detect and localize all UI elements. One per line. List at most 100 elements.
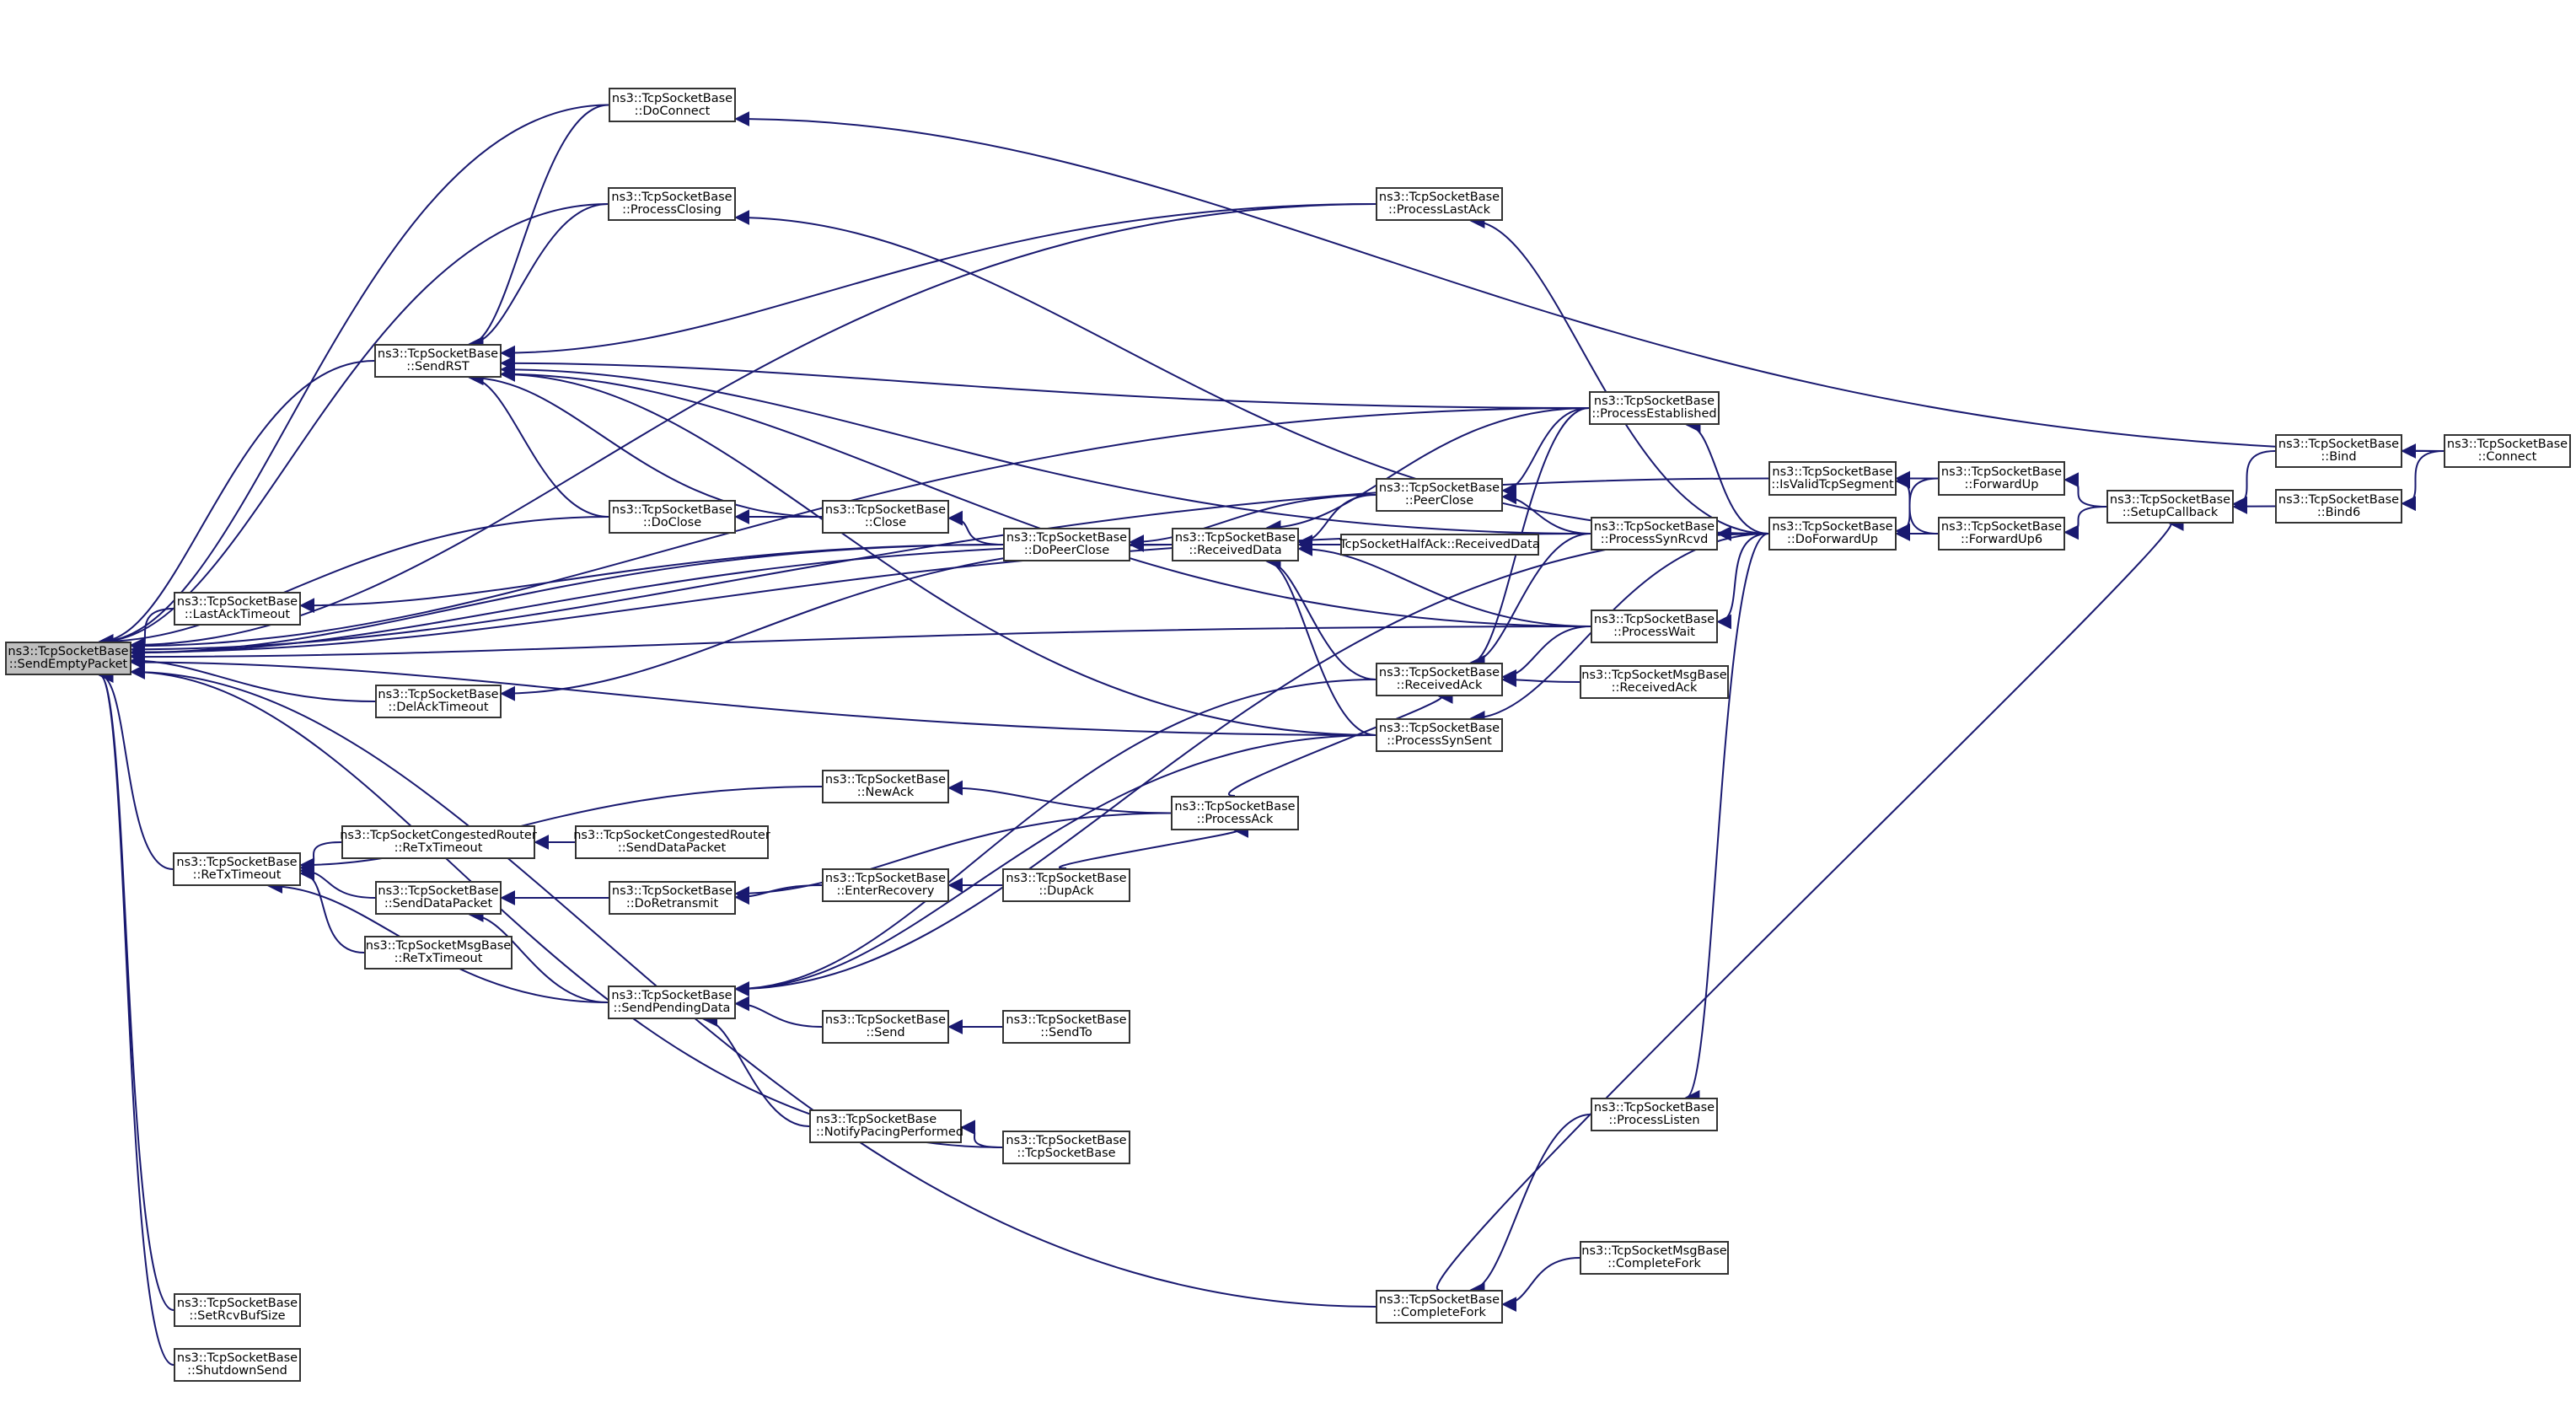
node-label-line2: ::DupAck	[1038, 884, 1094, 898]
node-retx-timeout[interactable]: ns3::TcpSocketBase::ReTxTimeout	[173, 852, 301, 886]
edge-n_processestablished-to-n_receiveddata	[1265, 407, 1590, 535]
node-connect[interactable]: ns3::TcpSocketBase::Connect	[2444, 434, 2571, 468]
node-label-line2: ::PeerClose	[1404, 494, 1474, 508]
node-process-closing[interactable]: ns3::TcpSocketBase::ProcessClosing	[608, 187, 736, 221]
node-forward-up6[interactable]: ns3::TcpSocketBase::ForwardUp6	[1938, 517, 2065, 551]
edge-n_sendpendingdata-to-n_senddatapacket	[468, 907, 609, 1003]
node-do-retransmit[interactable]: ns3::TcpSocketBase::DoRetransmit	[609, 881, 736, 915]
node-label-line2: ::ProcessWait	[1613, 626, 1695, 639]
node-enter-recovery[interactable]: ns3::TcpSocketBase::EnterRecovery	[822, 868, 949, 902]
edge-n_doconnect-to-n_sendrst	[468, 104, 609, 352]
node-process-syn-sent[interactable]: ns3::TcpSocketBase::ProcessSynSent	[1376, 718, 1503, 752]
node-label-line2: ::TcpSocketBase	[1017, 1147, 1116, 1160]
node-halfack-received-data[interactable]: TcpSocketHalfAck::ReceivedData	[1339, 534, 1540, 556]
edge-n_processlisten-to-n_completefork	[1469, 1114, 1591, 1297]
edge-n_msgbase_retxtimeout-to-n_retxtimeout	[299, 865, 365, 953]
node-label-line1: ns3::TcpSocketBase	[2446, 438, 2568, 451]
node-received-ack[interactable]: ns3::TcpSocketBase::ReceivedAck	[1376, 663, 1503, 696]
node-label-line1: TcpSocketHalfAck::ReceivedData	[1339, 537, 1540, 551]
node-label-line1: ns3::TcpSocketBase	[824, 503, 947, 517]
node-label-line1: ns3::TcpSocketBase	[611, 503, 733, 517]
node-label-line1: ns3::TcpSocketBase	[176, 595, 298, 609]
node-label-line2: ::SendTo	[1040, 1026, 1092, 1039]
node-msgbase-complete-fork[interactable]: ns3::TcpSocketMsgBase::CompleteFork	[1580, 1241, 1729, 1275]
node-send-rst[interactable]: ns3::TcpSocketBase::SendRST	[374, 344, 502, 378]
edge-n_receiveddata-to-n_root	[130, 544, 1173, 661]
node-msgbase-received-ack[interactable]: ns3::TcpSocketMsgBase::ReceivedAck	[1580, 665, 1729, 699]
node-label-line2: ::CompleteFork	[1393, 1306, 1486, 1319]
node-shutdown-send[interactable]: ns3::TcpSocketBase::ShutdownSend	[174, 1348, 301, 1382]
node-setup-callback[interactable]: ns3::TcpSocketBase::SetupCallback	[2106, 490, 2234, 524]
node-process-listen[interactable]: ns3::TcpSocketBase::ProcessListen	[1591, 1098, 1718, 1131]
node-send[interactable]: ns3::TcpSocketBase::Send	[822, 1010, 949, 1044]
node-msgbase-retx-timeout[interactable]: ns3::TcpSocketMsgBase::ReTxTimeout	[364, 936, 513, 970]
edge-n_processsynrcvd-to-n_receivedack	[1469, 533, 1591, 670]
node-label-line1: ns3::TcpSocketBase	[1006, 1013, 1127, 1027]
node-label-line2: ::ReceivedAck	[1611, 681, 1698, 695]
node-label-line2: ::ReTxTimeout	[394, 841, 483, 855]
node-complete-fork[interactable]: ns3::TcpSocketBase::CompleteFork	[1376, 1290, 1503, 1324]
node-process-ack[interactable]: ns3::TcpSocketBase::ProcessAck	[1171, 796, 1299, 830]
edge-n_doconnect-to-n_root	[98, 104, 609, 649]
node-tcp-socket-base-ctor[interactable]: ns3::TcpSocketBase::TcpSocketBase	[1002, 1131, 1130, 1164]
node-forward-up[interactable]: ns3::TcpSocketBase::ForwardUp	[1938, 461, 2065, 496]
node-process-established[interactable]: ns3::TcpSocketBase::ProcessEstablished	[1589, 391, 1720, 425]
node-label-line2: ::ProcessClosing	[622, 203, 722, 217]
node-label-line2: ::SendDataPacket	[384, 897, 493, 910]
node-new-ack[interactable]: ns3::TcpSocketBase::NewAck	[822, 770, 949, 803]
node-label-line1: ns3::TcpSocketBase	[176, 1351, 298, 1365]
edge-n_notifypacing-to-n_sendpendingdata	[702, 1012, 810, 1127]
node-process-wait[interactable]: ns3::TcpSocketBase::ProcessWait	[1591, 610, 1718, 643]
node-dup-ack[interactable]: ns3::TcpSocketBase::DupAck	[1002, 868, 1130, 902]
node-received-data[interactable]: ns3::TcpSocketBase::ReceivedData	[1172, 528, 1299, 561]
node-process-last-ack[interactable]: ns3::TcpSocketBase::ProcessLastAck	[1376, 187, 1503, 221]
node-label-line1: ns3::TcpSocketBase	[1772, 520, 1893, 534]
node-do-forward-up[interactable]: ns3::TcpSocketBase::DoForwardUp	[1768, 517, 1897, 551]
node-label-line1: ns3::TcpSocketBase	[1378, 481, 1500, 495]
node-congested-router-send-data-packet[interactable]: ns3::TcpSocketCongestedRouter::SendDataP…	[573, 825, 770, 859]
edge-n_processack-to-n_doretransmit	[734, 812, 1172, 901]
node-peer-close[interactable]: ns3::TcpSocketBase::PeerClose	[1376, 478, 1503, 512]
node-label-line2: ::Connect	[2477, 450, 2537, 464]
node-process-syn-rcvd[interactable]: ns3::TcpSocketBase::ProcessSynRcvd	[1591, 517, 1718, 551]
edge-n_msgbase_completefork-to-n_completefork	[1501, 1257, 1580, 1313]
node-label-line2: ::ShutdownSend	[187, 1364, 287, 1378]
edge-n_setrcvbufsize-to-n_root	[98, 668, 174, 1311]
edge-n_processsynrcvd-to-n_peerclose	[1501, 489, 1591, 534]
node-label-line2: ::NotifyPacingPerformed	[816, 1125, 964, 1139]
node-label-line1: ns3::TcpSocketBase	[1593, 520, 1715, 534]
node-label-line1: ns3::TcpSocketBase	[611, 884, 733, 898]
node-notify-pacing-performed[interactable]: ns3::TcpSocketBase::NotifyPacingPerforme…	[809, 1109, 964, 1143]
node-label-line2: ::ProcessAck	[1196, 812, 1274, 826]
node-do-close[interactable]: ns3::TcpSocketBase::DoClose	[609, 500, 736, 534]
edge-n_processsynsent-to-n_root	[130, 654, 1377, 736]
node-send-pending-data[interactable]: ns3::TcpSocketBase::SendPendingData	[608, 986, 736, 1019]
node-label-line2: ::EnterRecovery	[836, 884, 935, 898]
edge-n_connect-to-n_doconnect	[734, 111, 2445, 452]
edge-n_processclosing-to-n_root	[98, 203, 609, 649]
node-label-line1: ns3::TcpSocketBase	[1006, 1134, 1127, 1147]
node-label-line1: ns3::TcpSocketBase	[1378, 1293, 1500, 1307]
node-send-to[interactable]: ns3::TcpSocketBase::SendTo	[1002, 1010, 1130, 1044]
edge-n_doforwardup-to-n_sendpendingdata	[734, 533, 1769, 996]
node-label-line2: ::CompleteFork	[1607, 1257, 1701, 1270]
node-close[interactable]: ns3::TcpSocketBase::Close	[822, 500, 949, 534]
node-send-empty-packet[interactable]: ns3::TcpSocketBase::SendEmptyPacket	[5, 642, 131, 675]
edge-n_processwait-to-n_receivedack	[1501, 626, 1591, 685]
node-is-valid-tcp-segment[interactable]: ns3::TcpSocketBase::IsValidTcpSegment	[1768, 461, 1897, 496]
node-bind6[interactable]: ns3::TcpSocketBase::Bind6	[2275, 489, 2402, 524]
node-label-line1: ns3::TcpSocketBase	[378, 884, 499, 898]
edge-n_enterrecovery-to-n_doretransmit	[734, 884, 823, 905]
node-last-ack-timeout[interactable]: ns3::TcpSocketBase::LastAckTimeout	[174, 592, 301, 626]
edge-n_doclose-to-n_sendrst	[468, 370, 609, 518]
node-do-peer-close[interactable]: ns3::TcpSocketBase::DoPeerClose	[1003, 528, 1130, 561]
node-bind[interactable]: ns3::TcpSocketBase::Bind	[2275, 434, 2402, 468]
node-do-connect[interactable]: ns3::TcpSocketBase::DoConnect	[609, 88, 736, 122]
node-label-line2: ::NewAck	[856, 786, 915, 799]
edge-n_delacktimeout-to-n_root	[130, 653, 376, 702]
node-set-rcv-buf-size[interactable]: ns3::TcpSocketBase::SetRcvBufSize	[174, 1293, 301, 1327]
node-del-ack-timeout[interactable]: ns3::TcpSocketBase::DelAckTimeout	[375, 685, 502, 718]
node-label-line2: ::SetRcvBufSize	[189, 1309, 286, 1323]
node-congested-router-retx-timeout[interactable]: ns3::TcpSocketCongestedRouter::ReTxTimeo…	[340, 825, 537, 859]
node-send-data-packet[interactable]: ns3::TcpSocketBase::SendDataPacket	[375, 881, 502, 915]
